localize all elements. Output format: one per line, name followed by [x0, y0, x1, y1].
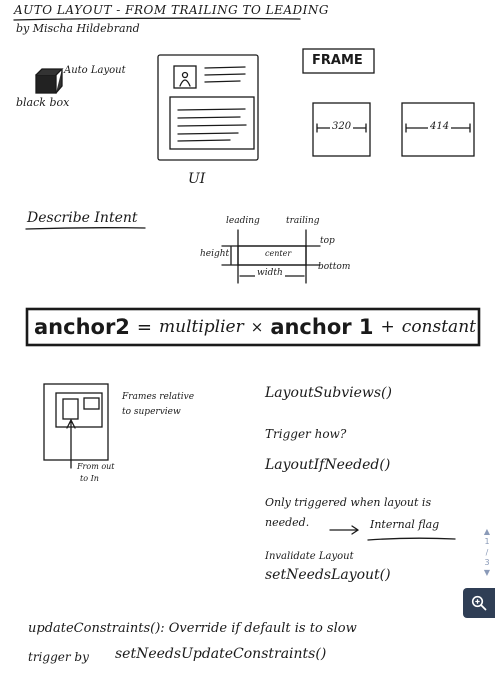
label-leading: leading	[226, 216, 260, 226]
frame-width-414: 414	[428, 121, 452, 132]
equation-box	[25, 307, 481, 347]
label-width: width	[255, 268, 285, 278]
label-center: center	[265, 249, 292, 258]
frames-note-2: to superview	[122, 407, 181, 417]
layout-if-needed: LayoutIfNeeded()	[265, 457, 391, 473]
eq-anchor1: anchor 1	[270, 315, 374, 339]
eq-anchor2: anchor2	[34, 315, 130, 339]
label-trailing: trailing	[286, 216, 320, 226]
zoom-in-icon	[471, 595, 487, 611]
page-title: AUTO LAYOUT - FROM TRAILING TO LEADING	[14, 3, 329, 17]
page-total: 3	[484, 557, 490, 567]
equation-line: anchor2 = multiplier × anchor 1 + consta…	[34, 313, 476, 341]
only-triggered: Only triggered when layout is	[265, 496, 432, 509]
frame-width-320: 320	[330, 121, 354, 132]
eq-constant: constant	[401, 317, 476, 337]
frame-414	[401, 102, 475, 157]
eq-plus: +	[380, 317, 395, 337]
frame-320	[312, 102, 371, 157]
author-line: by Mischa Hildebrand	[16, 22, 140, 35]
internal-flag: Internal flag	[370, 518, 440, 531]
label-top: top	[320, 236, 335, 246]
eq-multiplier: multiplier	[159, 317, 244, 337]
update-constraints: updateConstraints(): Override if default…	[28, 621, 357, 636]
ui-label: UI	[188, 171, 206, 187]
page-up-button[interactable]: ▲	[483, 527, 491, 536]
black-box-label-top: Auto Layout	[64, 65, 126, 76]
black-box-label: black box	[16, 96, 70, 109]
needed-text: needed.	[265, 516, 310, 529]
page-current: 1	[484, 537, 490, 547]
set-needs-update-constraints: setNeedsUpdateConstraints()	[115, 646, 327, 662]
zoom-button[interactable]	[463, 588, 495, 618]
page-separator: /	[485, 547, 489, 557]
set-needs-layout: setNeedsLayout()	[265, 567, 391, 583]
to-in-label: to In	[80, 474, 99, 483]
page-down-button[interactable]: ▼	[483, 568, 491, 577]
title-underline	[13, 17, 301, 21]
eq-equals: =	[136, 316, 153, 338]
frame-title: FRAME	[312, 53, 363, 68]
label-bottom: bottom	[318, 262, 351, 272]
from-out-label: From out	[77, 462, 115, 471]
invalidate-layout: Invalidate Layout	[265, 551, 354, 562]
frames-sketch-outer	[43, 383, 109, 461]
frame-box	[302, 48, 375, 74]
trigger-how: Trigger how?	[265, 427, 347, 441]
frames-note-1: Frames relative	[122, 392, 195, 402]
page-pager: ▲ 1 / 3 ▼	[479, 527, 495, 577]
black-box-icon	[35, 68, 64, 94]
label-height: height	[200, 249, 230, 259]
describe-intent-heading: Describe Intent	[27, 210, 138, 226]
ui-sketch-outline	[157, 54, 259, 161]
eq-times: ×	[250, 318, 264, 336]
trigger-by: trigger by	[28, 650, 89, 664]
layout-subviews: LayoutSubviews()	[265, 385, 392, 401]
